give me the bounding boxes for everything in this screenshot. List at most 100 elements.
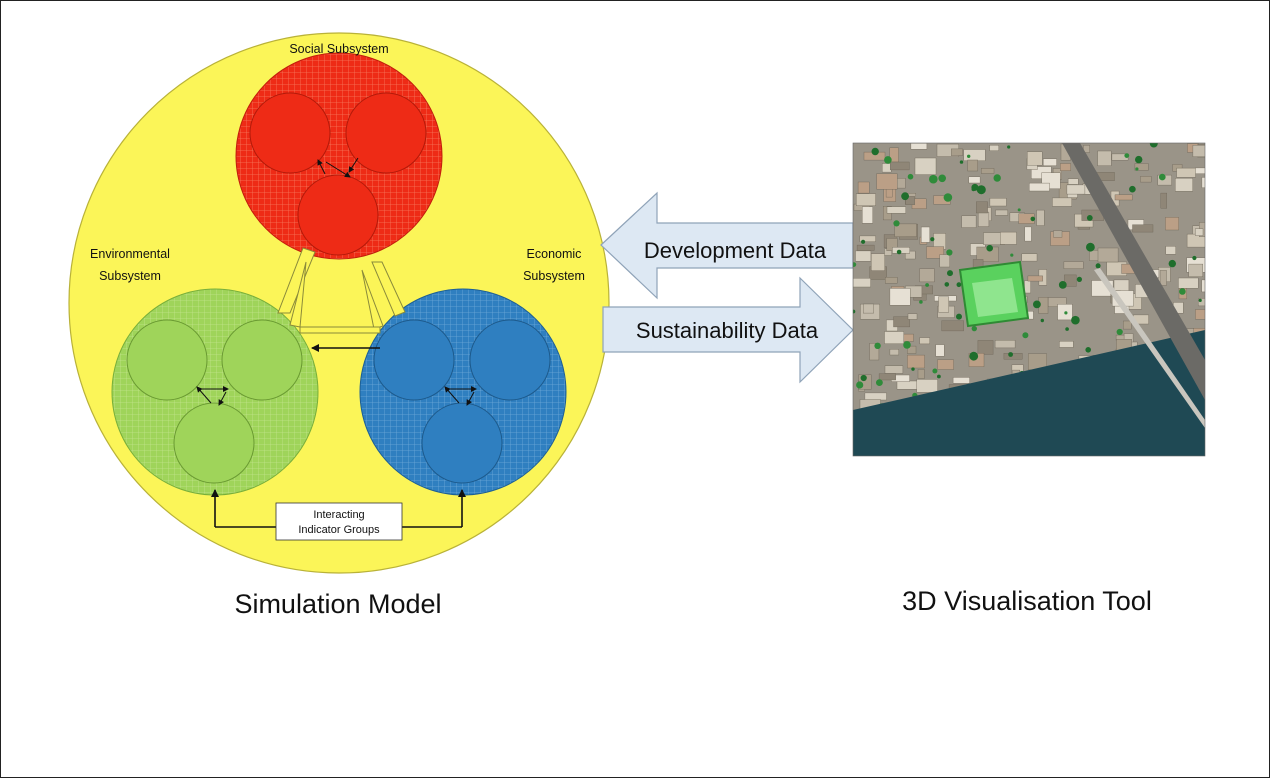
city-tree bbox=[1071, 315, 1080, 325]
simulation-model: Social Subsystem Environmental Subsystem… bbox=[68, 32, 610, 619]
city-building bbox=[878, 373, 896, 381]
city-tree bbox=[1129, 185, 1136, 193]
city-tree bbox=[874, 342, 881, 349]
city-building bbox=[1083, 145, 1090, 153]
social-indicator-group-3 bbox=[297, 174, 379, 256]
bridge bbox=[1094, 268, 1205, 428]
environmental-subsystem-label-line1: Environmental bbox=[90, 247, 170, 261]
city-tree bbox=[853, 262, 857, 267]
city-building bbox=[876, 173, 898, 190]
city-tree bbox=[1135, 167, 1139, 171]
city-building bbox=[892, 247, 911, 254]
city-building bbox=[905, 196, 915, 205]
city-building bbox=[1097, 247, 1119, 263]
environmental-subsystem: Environmental Subsystem bbox=[90, 247, 319, 496]
city-building bbox=[919, 337, 931, 345]
city-tree bbox=[971, 325, 977, 332]
city-building bbox=[1036, 209, 1045, 226]
city-tree bbox=[907, 173, 914, 180]
arrow-social-to-economic bbox=[371, 261, 406, 317]
city-building bbox=[1042, 158, 1057, 166]
city-tree bbox=[896, 249, 902, 255]
city-building bbox=[907, 313, 918, 320]
environmental-subsystem-label-line2: Subsystem bbox=[99, 269, 161, 283]
city-building bbox=[1052, 197, 1073, 207]
city-building bbox=[914, 157, 937, 175]
city-building bbox=[1122, 320, 1132, 330]
city-building bbox=[1195, 228, 1204, 236]
city-tree bbox=[946, 249, 953, 256]
city-building bbox=[1003, 353, 1023, 360]
city-building bbox=[1026, 151, 1043, 166]
city-building bbox=[886, 238, 898, 251]
city-tree bbox=[1086, 242, 1095, 252]
city-tree bbox=[956, 282, 962, 288]
city-building bbox=[1178, 277, 1199, 289]
city-building bbox=[1064, 274, 1077, 287]
environmental-internal-arrow-3 bbox=[218, 391, 227, 406]
sustainability-data-arrow bbox=[602, 276, 854, 384]
city-tree bbox=[1030, 216, 1036, 222]
city-building bbox=[1175, 177, 1193, 192]
sustainability-data-label: Sustainability Data bbox=[636, 318, 819, 343]
river-water bbox=[853, 330, 1205, 456]
city-building bbox=[857, 181, 870, 194]
city-building bbox=[981, 168, 995, 174]
city-tree bbox=[1022, 332, 1029, 339]
city-tree bbox=[1007, 145, 1011, 149]
city-tree bbox=[1033, 300, 1041, 309]
city-building bbox=[862, 206, 873, 224]
city-building bbox=[884, 365, 904, 374]
city-building bbox=[1176, 167, 1196, 178]
city-building bbox=[1165, 217, 1179, 231]
city-tree bbox=[925, 283, 929, 287]
city-building bbox=[961, 215, 977, 228]
city-tree bbox=[1008, 352, 1013, 357]
city-building bbox=[978, 211, 990, 227]
economic-subsystem-label-line1: Economic bbox=[527, 247, 582, 261]
city-building bbox=[1201, 177, 1205, 188]
city-tree bbox=[1149, 143, 1158, 148]
social-internal-arrow-1 bbox=[317, 159, 326, 175]
city-building bbox=[1024, 280, 1031, 294]
city-building bbox=[989, 144, 1000, 151]
city-building bbox=[994, 340, 1016, 349]
city-building bbox=[935, 344, 945, 357]
city-building bbox=[907, 354, 925, 369]
city-building bbox=[1066, 184, 1086, 195]
city-building bbox=[1159, 270, 1167, 286]
city-tree bbox=[976, 185, 986, 195]
city-visualisation-image bbox=[852, 142, 1206, 457]
city-building bbox=[951, 148, 963, 156]
city-tree bbox=[1135, 155, 1143, 164]
simulation-model-caption: Simulation Model bbox=[234, 589, 441, 619]
city-building bbox=[1097, 150, 1112, 167]
city-tree bbox=[871, 147, 879, 156]
city-building bbox=[989, 197, 1007, 207]
city-building bbox=[884, 331, 904, 344]
city-building bbox=[859, 235, 876, 242]
city-building bbox=[1063, 261, 1084, 269]
city-building bbox=[1195, 309, 1205, 320]
city-building bbox=[968, 176, 981, 184]
city-building bbox=[889, 288, 911, 306]
data-flows: Development Data Sustainability Data bbox=[600, 191, 854, 384]
city-tree bbox=[853, 309, 856, 314]
city-tree bbox=[947, 270, 953, 277]
indicator-groups-label-box bbox=[275, 502, 403, 541]
city-tree bbox=[959, 160, 964, 164]
city-building bbox=[889, 349, 899, 356]
city-tree bbox=[884, 156, 892, 164]
city-building bbox=[1132, 224, 1154, 233]
city-tree bbox=[1116, 328, 1123, 336]
city-building bbox=[853, 278, 871, 288]
city-tree bbox=[1010, 253, 1014, 257]
city-building bbox=[1134, 163, 1149, 171]
city-tree bbox=[876, 379, 883, 386]
city-park-lawn bbox=[972, 278, 1018, 317]
subsystem-interaction-arrows bbox=[277, 247, 406, 334]
city-tree bbox=[1065, 327, 1069, 331]
indicator-groups-label-line1: Interacting bbox=[313, 509, 364, 521]
city-image-border bbox=[852, 142, 1206, 457]
city-tree bbox=[1040, 318, 1045, 323]
